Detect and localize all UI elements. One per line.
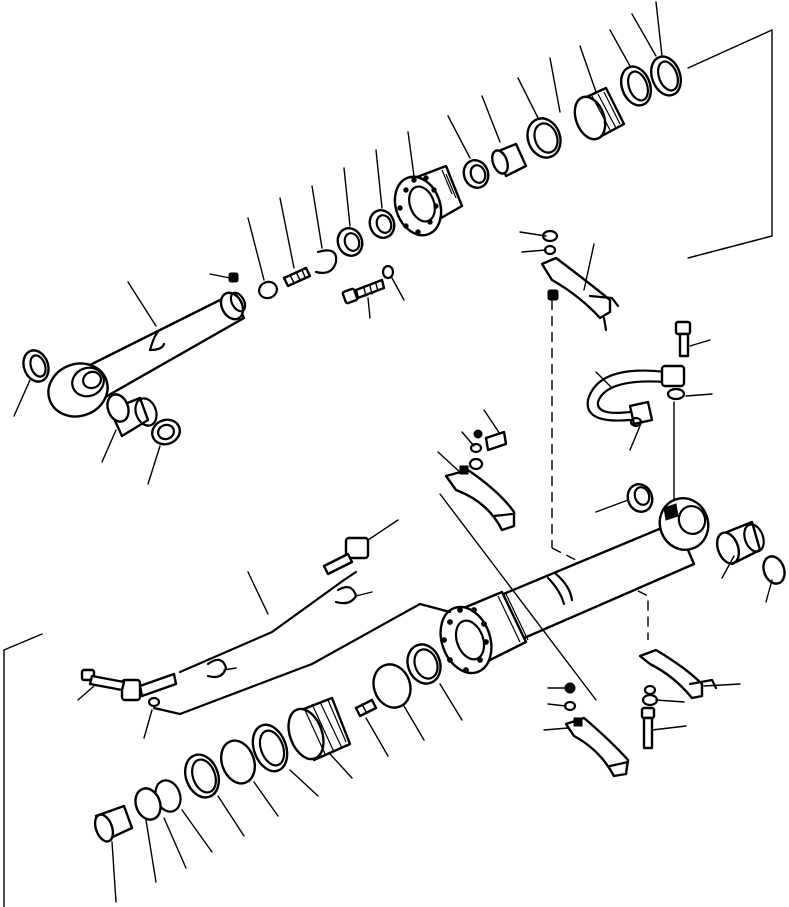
cushion-ring-upper — [460, 157, 492, 192]
dust-seal-left — [19, 347, 52, 385]
leader-lines-lower-tube — [78, 520, 398, 738]
spacer-pin — [284, 268, 310, 286]
lower-assembly — [4, 300, 788, 907]
stopper-ring — [257, 279, 279, 300]
piston-ring-upper-b-inner — [654, 59, 681, 93]
tube-clamp-upper — [542, 231, 618, 330]
cylinder-tube — [470, 491, 715, 652]
upper-assembly — [14, 2, 772, 484]
oil-seal-lower — [402, 640, 446, 689]
piston-ring-upper-b — [646, 52, 686, 99]
lower-tube-line — [122, 538, 450, 714]
piston-upper — [569, 88, 624, 143]
backup-ring-lower — [368, 659, 417, 713]
leader-lines-lower-seals — [112, 684, 462, 902]
rod-eye-seal — [149, 416, 184, 448]
tube-eye-bushing — [713, 522, 767, 567]
leader-lines-middle-clamp — [438, 410, 596, 700]
collar-upper — [489, 144, 526, 176]
tube-clamp-lower-right — [640, 650, 716, 748]
piston-lower — [282, 698, 350, 764]
cylinder-head-upper — [387, 166, 462, 242]
tube-clamp-lower-center — [565, 683, 628, 776]
leader-lines-lower-right — [544, 500, 772, 730]
tube-collar — [624, 481, 656, 516]
wear-ring-lower — [247, 720, 293, 776]
snap-ring — [316, 250, 336, 273]
head-bolt-upper — [342, 280, 384, 304]
piston-ring-upper-a — [616, 62, 656, 109]
packing-ring-b — [366, 207, 398, 242]
piston-ring-lower — [215, 736, 260, 788]
packing-ring-a — [334, 225, 366, 260]
leader-lines-tube — [596, 340, 712, 450]
leader-lines-upper — [14, 2, 662, 484]
lower-frame-line — [4, 634, 42, 907]
lower-tube-bolt — [82, 670, 124, 690]
rod-eye — [41, 355, 115, 424]
hydraulic-tube — [588, 322, 690, 426]
collar-lower — [92, 806, 132, 844]
upper-frame-dash — [688, 236, 772, 258]
tube-eye-seal — [760, 553, 788, 586]
cylinder-head-lower — [432, 592, 528, 680]
leader-lines-clamp — [520, 232, 594, 290]
head-washer-upper — [383, 266, 393, 278]
upper-frame-line — [688, 30, 772, 258]
snap-ring-lower-b — [131, 785, 164, 823]
wear-ring-upper — [522, 114, 566, 163]
rod-eye-bushing — [104, 391, 160, 436]
cushion-ring-lower — [179, 750, 224, 802]
set-screw-lower — [356, 700, 376, 716]
piston-ring-upper-a-inner — [624, 69, 651, 103]
tube-clamp-middle — [446, 430, 514, 530]
